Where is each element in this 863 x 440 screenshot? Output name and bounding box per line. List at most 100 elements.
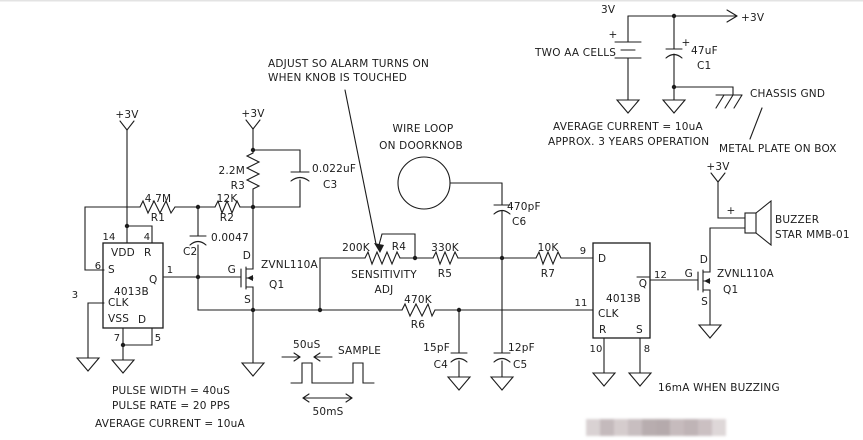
sample-width-label: 50uS [293,339,321,351]
ic2-body [592,242,651,339]
sample-period-label: 50mS [312,406,343,418]
c2-ref: C2 [183,246,197,258]
r7-ref: R7 [541,268,555,280]
supply-arrow-icon [119,120,135,131]
ground-icon [240,362,266,377]
q1b-drain-label: D [700,254,708,266]
c2-value: 0.0047 [211,232,249,244]
ic1-pin6: 6 [95,261,102,272]
ground-icon [615,99,641,114]
wire-loop-icon [397,156,451,210]
c1-ref: C1 [697,60,711,72]
ic1-pin14: 14 [102,232,115,243]
ic1-pin-q: Q [149,274,157,286]
ground-icon [75,357,101,372]
ground-icon [489,376,515,391]
r6-ref: R6 [411,319,425,331]
supply-label: +3V [741,12,765,24]
ground-icon [697,324,723,339]
ic1-pin3: 3 [72,290,79,301]
resistor-icon-r5 [432,250,459,266]
supply-label: +3V [706,161,730,173]
resistor-icon-r6 [401,302,436,318]
r5-ref: R5 [438,268,452,280]
buzzer-model: STAR MMB-01 [775,229,850,241]
ic1-pin-clk: CLK [108,297,130,309]
capacitor-icon-c1 [665,48,683,59]
ic1-pin5: 5 [155,333,162,344]
ic2-pin11: 11 [574,298,587,309]
sample-label: SAMPLE [338,345,381,357]
pulse-rate-note: PULSE RATE = 20 PPS [112,400,230,412]
c1-polarity: + [682,37,691,49]
r3-ref: R3 [231,180,245,192]
supply-arrow-icons [119,119,726,183]
supply-label: +3V [115,109,139,121]
r5-value: 330K [431,242,460,254]
battery-icon [614,41,642,59]
ic1-pin1: 1 [167,265,174,276]
c1-value: 47uF [691,45,718,57]
ic1-pin-vss: VSS [108,313,129,325]
chassis-ground-icon [715,94,743,109]
capacitor-icon-c6 [493,204,511,215]
q1a-source-label: S [244,294,251,306]
q1a-gate-label: G [228,264,236,276]
ic1-body [102,242,164,329]
ground-icon [446,376,472,391]
ic2-pin-qbar: Q [639,278,647,290]
avg-current-supply: AVERAGE CURRENT = 10uA [553,121,704,133]
ground-icons [75,99,723,391]
wires [84,9,763,378]
ic2-pin8: 8 [644,344,651,355]
ic2-pin-s: S [636,324,643,336]
wire-loop-label2: ON DOORKNOB [379,140,463,152]
capacitor-icon-c3 [290,171,310,182]
q1b-part: ZVNL110A [717,268,775,280]
operation-note: APPROX. 3 YEARS OPERATION [548,136,709,148]
ic2-name: 4013B [606,293,641,305]
ic1-pin7: 7 [114,333,121,344]
potentiometer-wiper-arrow [374,243,384,253]
c4-ref: C4 [434,359,449,371]
c3-ref: C3 [323,179,337,191]
q1b-source-label: S [701,296,708,308]
c3-value: 0.022uF [312,163,356,175]
q1a-part: ZVNL110A [261,259,319,271]
battery-label: TWO AA CELLS [534,47,616,59]
ground-icon [661,99,687,114]
c5-value: 12pF [508,342,535,354]
supply-label: +3V [241,108,265,120]
battery-voltage: 3V [601,4,616,16]
r6-value: 470K [404,294,433,306]
ic2-pin9: 9 [580,246,587,257]
r4-ref: R4 [392,241,406,253]
resistor-icon-r7 [535,250,562,266]
ground-icon [627,372,653,387]
ground-icon [591,372,617,387]
supply-arrow-icon [245,119,261,130]
ic1-name: 4013B [114,286,149,298]
mosfet-icon-q1b [697,269,710,293]
c5-ref: C5 [513,359,527,371]
resistor-icon-r1 [139,199,176,215]
q1a-ref: Q1 [269,279,284,291]
avg-current-circuit: AVERAGE CURRENT = 10uA [95,418,246,430]
capacitor-icon-c4 [450,352,468,363]
buzzer-icon [744,199,772,247]
q1a-drain-label: D [243,250,251,262]
chassis-gnd-label: CHASSIS GND [750,88,825,100]
wire-loop-label1: WIRE LOOP [393,123,454,135]
buzzer-name: BUZZER [775,214,819,226]
capacitor-icon-c2 [189,235,207,246]
resistor-icon-r4 [364,250,401,266]
watermark [586,419,726,436]
supply-arrow-icon [710,172,726,183]
ic2-pin-clk: CLK [598,308,620,320]
r1-value: 4.7M [145,193,172,205]
adjust-note-line1: ADJUST SO ALARM TURNS ON [268,58,429,70]
r7-value: 10K [538,242,560,254]
q1b-gate-label: G [685,268,693,280]
